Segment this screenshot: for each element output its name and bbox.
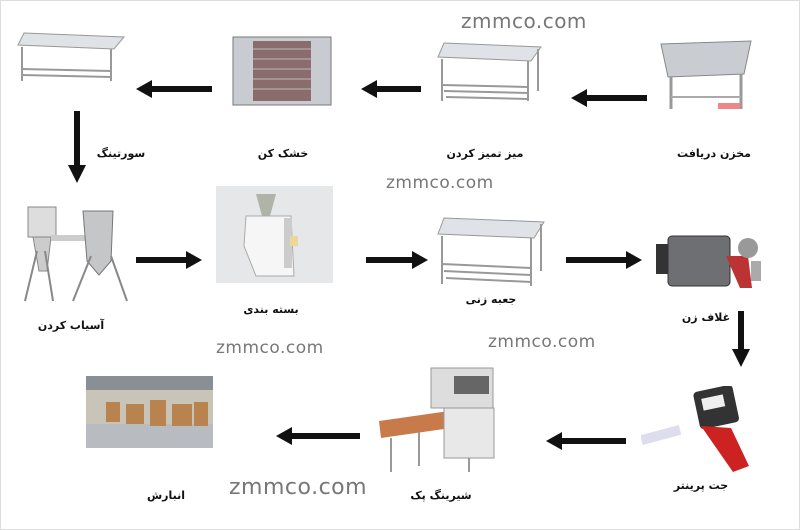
arrow-left-icon [546,432,626,450]
arrow-right-icon [366,251,428,269]
step-label: سورتینگ [96,147,146,160]
steel-table-icon [437,42,542,101]
step-label: بسته بندی [243,303,299,316]
arrow-down-icon [732,311,750,367]
watermark: zmmco.com [386,173,494,193]
step-label: آسیاب کردن [37,319,105,332]
step-label: میز تمیز کردن [446,147,524,160]
step-label: جت پرینتر [673,479,729,492]
shrink-pack-machine-icon [379,367,495,472]
step-label: شیرینگ پک [410,489,472,502]
arrow-left-icon [136,80,212,98]
watermark: zmmco.com [229,475,368,500]
arrow-left-icon [361,80,421,98]
jet-printer-icon [641,386,749,472]
arrow-right-icon [136,251,202,269]
steel-table-icon [17,32,126,81]
mill-machine-icon [24,206,128,302]
steel-table-icon [437,217,545,286]
watermark: zmmco.com [216,338,324,358]
arrow-left-icon [276,427,360,445]
arrow-right-icon [566,251,642,269]
warehouse-icon [86,376,213,448]
dryer-cabinet-icon [232,36,332,106]
sink-tank-icon [660,40,752,109]
watermark: zmmco.com [488,332,596,352]
step-label: خشک کن [257,147,309,160]
wrapping-machine-icon [656,235,761,288]
step-label: غلاف زن [681,311,731,324]
step-label: انبارش [146,489,186,502]
watermark: zmmco.com [461,9,587,33]
step-label: جعبه زنی [465,293,517,306]
packing-machine-icon [216,186,333,283]
step-label: مخزن دریافت [677,147,751,160]
arrow-left-icon [571,89,647,107]
arrow-down-icon [68,111,86,183]
